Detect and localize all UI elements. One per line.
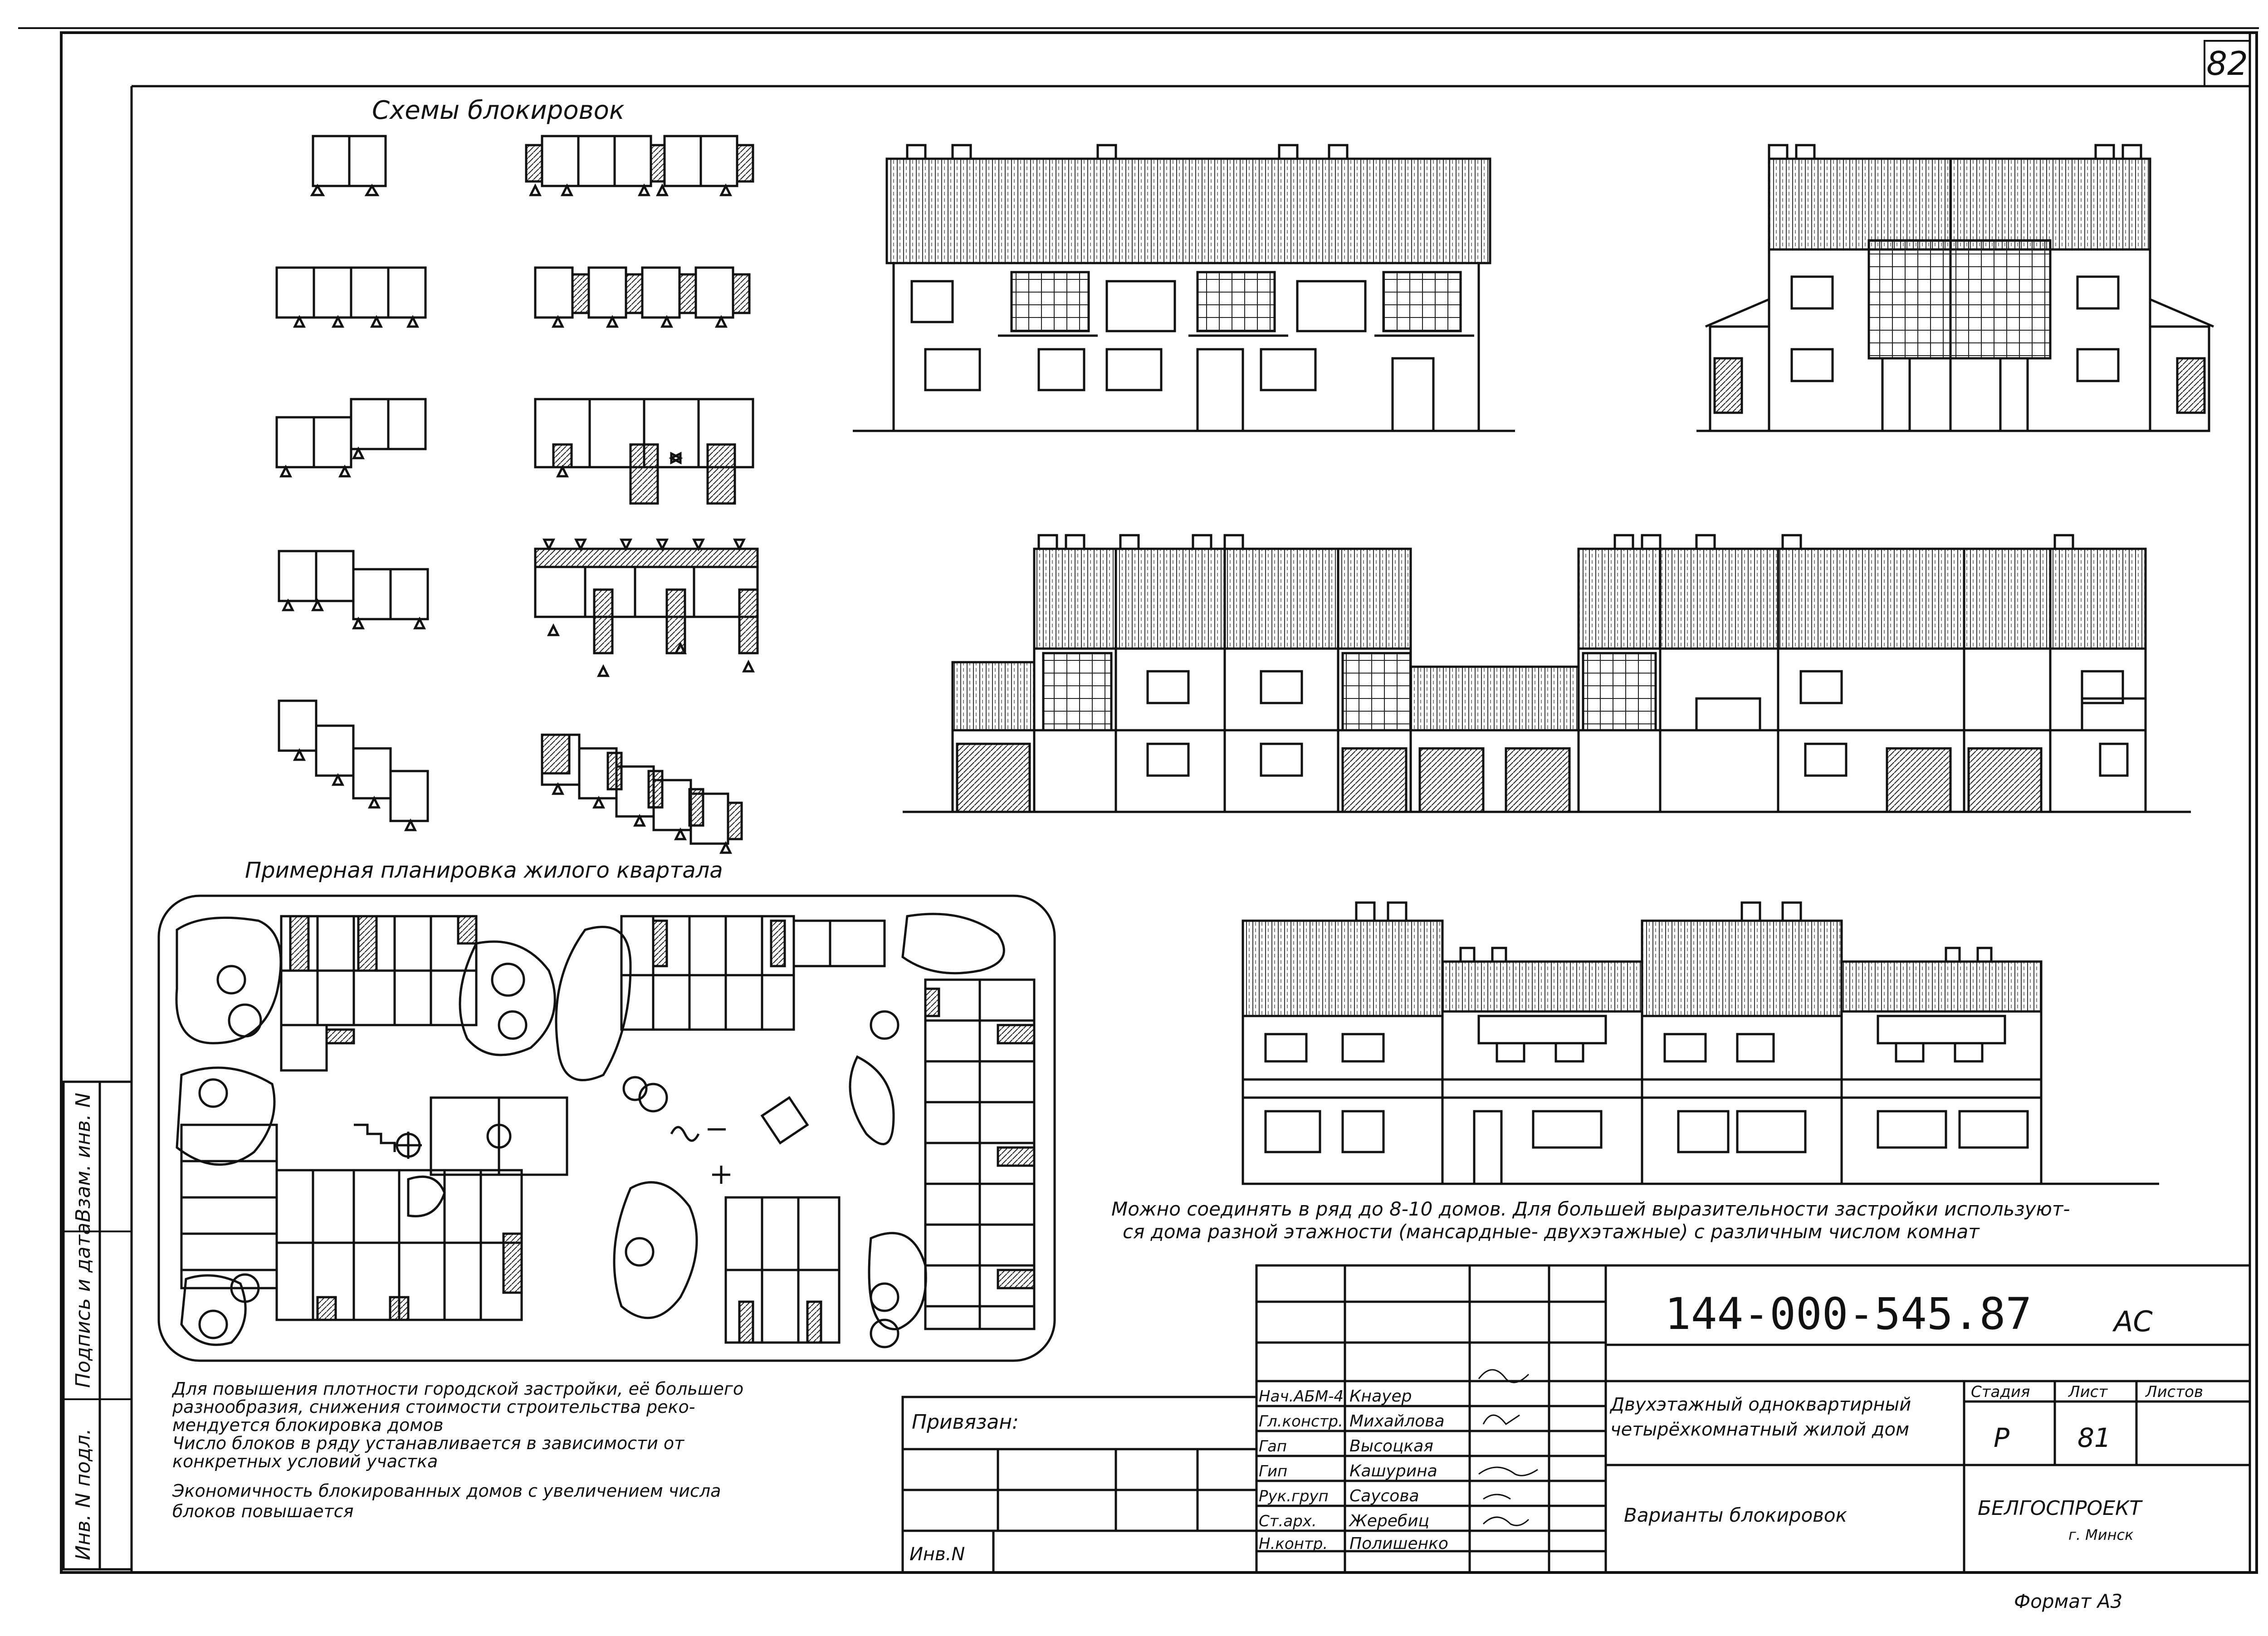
name-2: Михайлова	[1349, 1412, 1445, 1431]
elevation-3	[903, 534, 2191, 813]
scheme-1-left	[310, 135, 387, 196]
name-6: Жеребиц	[1349, 1512, 1429, 1530]
role-2: Гл.констр.	[1259, 1412, 1343, 1431]
right-note-line-2: ся дома разной этажности (мансардные- дв…	[1123, 1221, 1980, 1243]
right-note: Можно соединять в ряд до 8-10 домов. Для…	[1111, 1198, 2070, 1243]
sheet-number-box	[2204, 40, 2251, 87]
name-5: Саусова	[1349, 1487, 1419, 1505]
role-6: Ст.арх.	[1259, 1512, 1317, 1530]
sheet-number: 82	[2206, 44, 2248, 83]
name-4: Кашурина	[1349, 1462, 1437, 1480]
scheme-4-left	[278, 550, 429, 630]
sheet-value: 81	[2077, 1422, 2111, 1453]
title-names: Кнауер Михайлова Высоцкая Кашурина Саусо…	[1349, 1387, 1448, 1553]
binding-inv: Инв.N	[909, 1544, 965, 1565]
role-4: Гип	[1259, 1462, 1287, 1480]
sheet-name: Варианты блокировок	[1624, 1504, 1848, 1526]
elevation-2	[1696, 144, 2214, 432]
col-sheets-header: Листов	[2145, 1383, 2203, 1401]
description-line-1: Двухэтажный одноквартирный	[1609, 1394, 1911, 1415]
name-1: Кнауер	[1349, 1387, 1412, 1406]
plan-title: Примерная планировка жилого квартала	[245, 858, 723, 883]
organization-city: г. Минск	[2068, 1526, 2134, 1543]
strip-label-sign: Подпись и дата	[72, 1223, 95, 1388]
document-suffix: АС	[2112, 1305, 2153, 1338]
scheme-4-right	[534, 538, 759, 677]
scheme-2-right	[534, 266, 751, 328]
scheme-3-left	[275, 398, 427, 478]
role-1: Нач.АБМ-4	[1259, 1387, 1344, 1406]
stage-value: Р	[1994, 1422, 2009, 1453]
organization-name: БЕЛГОСПРОЕКТ	[1978, 1497, 2143, 1520]
left-note: Для повышения плотности городской застро…	[171, 1379, 743, 1521]
scheme-1-right	[525, 135, 754, 196]
description-line-2: четырёхкомнатный жилой дом	[1610, 1419, 1909, 1440]
left-note-line-5: конкретных условий участка	[172, 1451, 438, 1471]
role-3: Гап	[1259, 1437, 1287, 1455]
col-sheet-header: Лист	[2068, 1383, 2108, 1401]
left-note-line-3: мендуется блокировка домов	[172, 1415, 444, 1435]
elevation-4	[1242, 901, 2159, 1185]
title-block	[1255, 1264, 2251, 1574]
schemes-title: Схемы блокировок	[372, 96, 625, 125]
title-roles: Нач.АБМ-4 Гл.констр. Гап Гип Рук.груп Ст…	[1259, 1387, 1344, 1553]
scheme-5-left	[278, 699, 429, 831]
scheme-2-left	[275, 266, 427, 328]
blocking-schemes	[275, 135, 759, 854]
site-plan	[157, 894, 1056, 1362]
strip-label-replace: Взам. инв. N	[72, 1093, 95, 1222]
signature-marks	[1478, 1369, 1538, 1526]
elevation-1	[853, 144, 1515, 432]
scheme-3-right	[534, 398, 754, 505]
scheme-5-right	[541, 733, 743, 854]
binding-label: Привязан:	[912, 1411, 1019, 1434]
name-7: Полишенко	[1349, 1534, 1448, 1553]
role-5: Рук.груп	[1259, 1487, 1329, 1505]
left-note-line-2: разнообразия, снижения стоимости строите…	[172, 1397, 695, 1417]
left-binding-strip: Инв. N подл. Подпись и дата Взам. инв. N	[62, 1080, 133, 1571]
left-note-line-1: Для повышения плотности городской застро…	[171, 1379, 743, 1399]
left-note-line-7: блоков повышается	[172, 1501, 353, 1521]
format-note: Формат А3	[2014, 1590, 2122, 1612]
right-note-line-1: Можно соединять в ряд до 8-10 домов. Для…	[1111, 1198, 2070, 1220]
col-stage-header: Стадия	[1971, 1383, 2030, 1401]
left-note-line-6: Экономичность блокированных домов с увел…	[172, 1481, 721, 1501]
document-code: 144-000-545.87	[1665, 1289, 2032, 1339]
name-3: Высоцкая	[1349, 1437, 1433, 1455]
strip-label-inv: Инв. N подл.	[72, 1428, 95, 1560]
left-note-line-4: Число блоков в ряду устанавливается в за…	[172, 1433, 685, 1453]
role-7: Н.контр.	[1259, 1535, 1328, 1553]
